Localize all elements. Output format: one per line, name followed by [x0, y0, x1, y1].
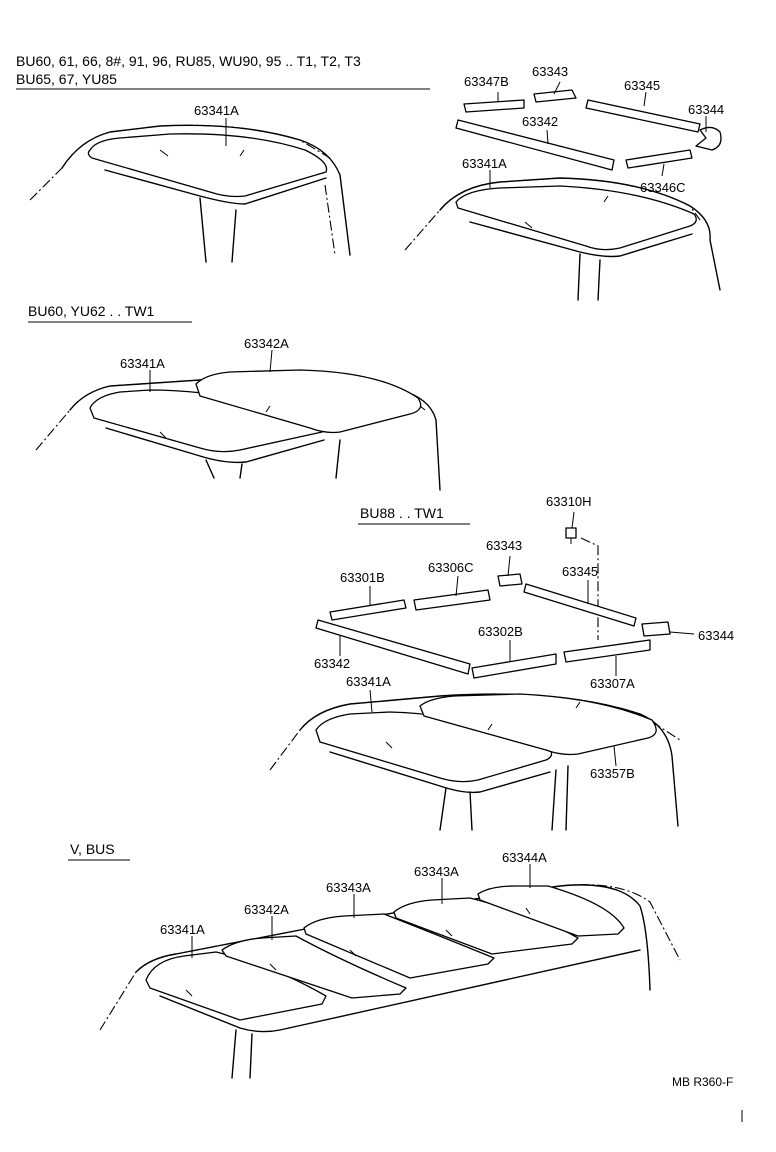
part-63345-s3: [523, 583, 637, 627]
reference-code: MB R360-F: [672, 1075, 733, 1089]
roof-panel-rear: [195, 369, 422, 434]
part-63306C: [413, 589, 491, 611]
label-63306C: 63306C: [428, 560, 474, 575]
left-roof-view: 63341A: [29, 103, 351, 263]
part-63346C: [625, 149, 693, 169]
label-63341A-s2: 63341A: [120, 356, 165, 371]
section-3: BU88 . . TW1 63310H: [269, 494, 734, 831]
label-63344-s3: 63344: [698, 628, 734, 643]
section-3-header: BU88 . . TW1: [360, 505, 444, 521]
section-1-header-line2: BU65, 67, YU85: [16, 71, 117, 87]
label-63345-s1: 63345: [624, 78, 660, 93]
label-63302B: 63302B: [478, 624, 523, 639]
part-63342-s3: [315, 619, 471, 675]
label-63342-s1: 63342: [522, 114, 558, 129]
label-63342A-s2: 63342A: [244, 336, 289, 351]
label-63346C: 63346C: [640, 180, 686, 195]
label-63341A-s1-right: 63341A: [462, 156, 507, 171]
section-4: V, BUS 63344A 63343A 63343A 63342A 63341…: [68, 841, 681, 1079]
label-63345-s3: 63345: [562, 564, 598, 579]
label-63344-s1: 63344: [688, 102, 724, 117]
label-63343-s1: 63343: [532, 64, 568, 79]
part-63307A: [563, 639, 651, 663]
part-63344: [695, 126, 722, 151]
part-63301B: [329, 599, 407, 621]
label-63357B: 63357B: [590, 766, 635, 781]
label-63307A: 63307A: [590, 676, 635, 691]
label-63310H: 63310H: [546, 494, 592, 509]
label-63342A-s4: 63342A: [244, 902, 289, 917]
label-63344A: 63344A: [502, 850, 547, 865]
label-63341A-s3: 63341A: [346, 674, 391, 689]
section-1-header-line1: BU60, 61, 66, 8#, 91, 96, RU85, WU90, 95…: [16, 53, 361, 69]
label-63343A-a: 63343A: [326, 880, 371, 895]
section-1: BU60, 61, 66, 8#, 91, 96, RU85, WU90, 95…: [16, 53, 724, 301]
roof-panel-2: [221, 935, 407, 999]
part-63343-s3: [497, 573, 523, 587]
roof-panel-5: [477, 885, 625, 937]
roof-panel-rear-s3: [419, 693, 657, 756]
label-63343-s3: 63343: [486, 538, 522, 553]
section-2: BU60, YU62 . . TW1 63341A 63342A: [28, 303, 441, 491]
section-2-header: BU60, YU62 . . TW1: [28, 303, 155, 319]
label-63342-s3: 63342: [314, 656, 350, 671]
section-4-header: V, BUS: [70, 841, 115, 857]
label-63301B: 63301B: [340, 570, 385, 585]
right-roof-view: 63347B 63343 63345 63344 63342 63341A 63…: [404, 64, 724, 301]
label-63341A-left: 63341A: [194, 103, 239, 118]
label-63343A-b: 63343A: [414, 864, 459, 879]
label-63347B: 63347B: [464, 74, 509, 89]
part-63302B: [471, 653, 557, 679]
part-63345: [585, 99, 701, 133]
roof-panel-3: [303, 913, 495, 979]
part-63344-s3: [641, 621, 671, 637]
clip-63310H: 63310H: [546, 494, 599, 640]
part-63342: [455, 119, 615, 171]
part-63343: [533, 89, 577, 103]
part-63347B: [463, 99, 525, 113]
label-63341A-s4: 63341A: [160, 922, 205, 937]
